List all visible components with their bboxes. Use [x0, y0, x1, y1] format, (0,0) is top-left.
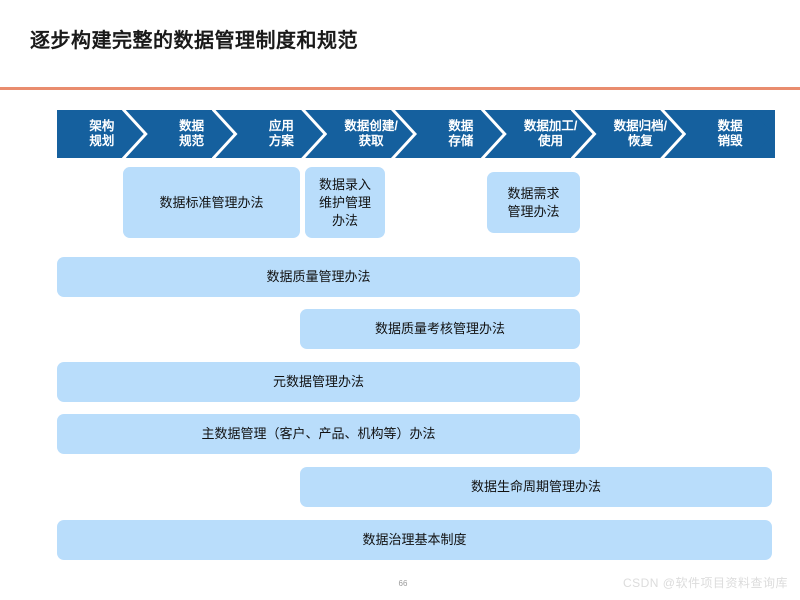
policy-box[interactable]: 主数据管理（客户、产品、机构等）办法 [57, 414, 580, 454]
process-step-3[interactable]: 应用 方案 [236, 110, 328, 158]
policy-box[interactable]: 数据需求 管理办法 [487, 172, 580, 233]
process-step-label: 数据 销毁 [717, 119, 743, 148]
policy-box[interactable]: 数据标准管理办法 [123, 167, 300, 238]
process-step-label: 数据 规范 [179, 119, 205, 148]
chevron-separator-icon [301, 110, 328, 158]
page-title: 逐步构建完整的数据管理制度和规范 [30, 30, 358, 52]
process-step-label: 数据创建/ 获取 [344, 119, 398, 148]
policy-box[interactable]: 数据质量管理办法 [57, 257, 580, 297]
process-chevron-bar: 架构 规划 数据 规范 应用 方案 数据创建/ 获取 数据 存储 数据加工/ 使用 数据归档… [57, 110, 775, 158]
policy-box[interactable]: 数据生命周期管理办法 [300, 467, 772, 507]
process-step-4[interactable]: 数据创建/ 获取 [326, 110, 417, 158]
chevron-separator-icon [121, 110, 148, 158]
policy-box[interactable]: 数据录入 维护管理 办法 [305, 167, 385, 238]
title-divider [0, 87, 800, 90]
process-step-7[interactable]: 数据归档/ 恢复 [595, 110, 687, 158]
process-step-label: 数据 存储 [448, 119, 474, 148]
process-step-5[interactable]: 数据 存储 [416, 110, 507, 158]
process-step-2[interactable]: 数据 规范 [146, 110, 238, 158]
policy-box[interactable]: 元数据管理办法 [57, 362, 580, 402]
chevron-separator-icon [480, 110, 507, 158]
page-number: 66 [398, 579, 408, 588]
process-step-label: 数据加工/ 使用 [523, 119, 578, 148]
policy-box[interactable]: 数据治理基本制度 [57, 520, 772, 560]
chevron-separator-icon [211, 110, 238, 158]
process-step-label: 架构 规划 [89, 119, 115, 148]
policy-box[interactable]: 数据质量考核管理办法 [300, 309, 580, 349]
process-step-label: 应用 方案 [268, 119, 294, 148]
process-step-1[interactable]: 架构 规划 [57, 110, 148, 158]
process-step-6[interactable]: 数据加工/ 使用 [505, 110, 597, 158]
process-step-label: 数据归档/ 恢复 [613, 119, 668, 148]
watermark: CSDN @软件项目资料查询库 [622, 576, 788, 590]
